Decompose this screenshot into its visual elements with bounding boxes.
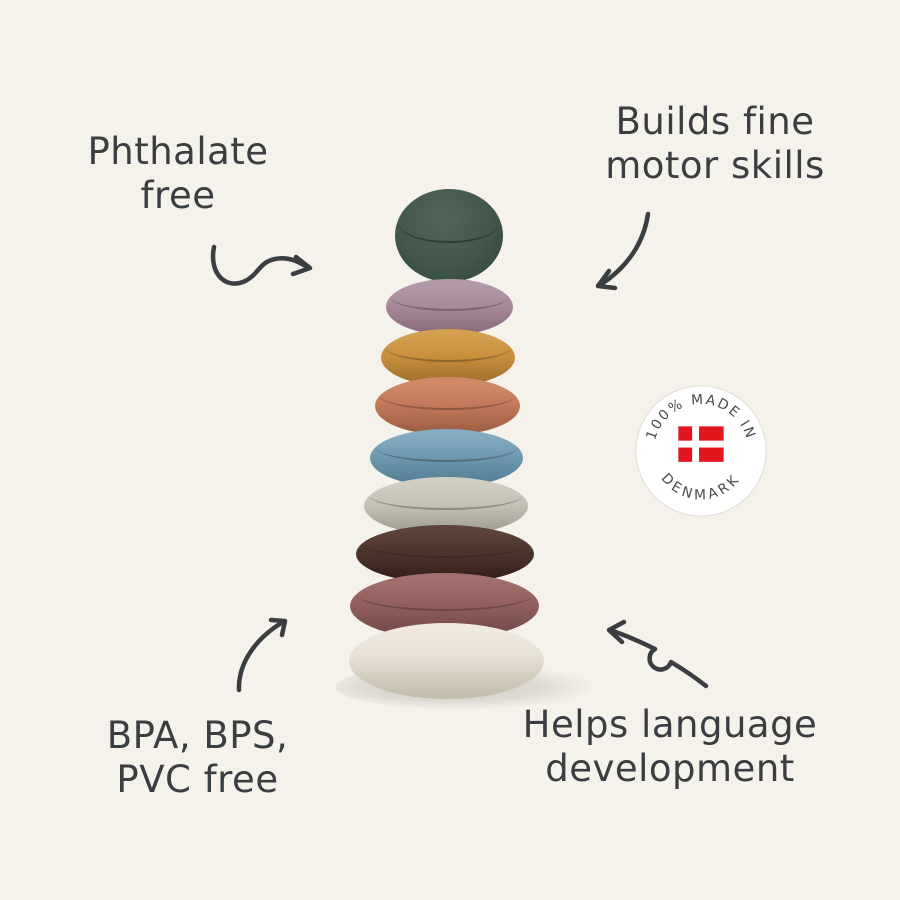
label-line: PVC free [116,758,279,802]
label-bpa-free: BPA, BPS, PVC free [50,714,345,803]
ring-mauve [386,279,513,335]
ring-terracotta [375,377,520,435]
denmark-flag-icon [678,426,724,462]
label-fine-motor-skills: Builds fine motor skills [575,100,855,189]
label-phthalate-free: Phthalate free [48,130,308,219]
label-line: development [545,747,795,791]
label-line: Helps language [522,703,818,746]
label-line: free [140,174,216,218]
label-line: Phthalate [87,130,269,173]
label-line: Builds fine [615,100,815,143]
ring-cream-base [349,623,544,699]
made-in-denmark-badge: 100% MADE IN DENMARK [635,385,767,517]
label-line: BPA, BPS, [106,714,289,757]
label-language-development: Helps language development [495,703,845,792]
ring-green-ball [395,189,503,282]
label-line: motor skills [605,144,825,188]
